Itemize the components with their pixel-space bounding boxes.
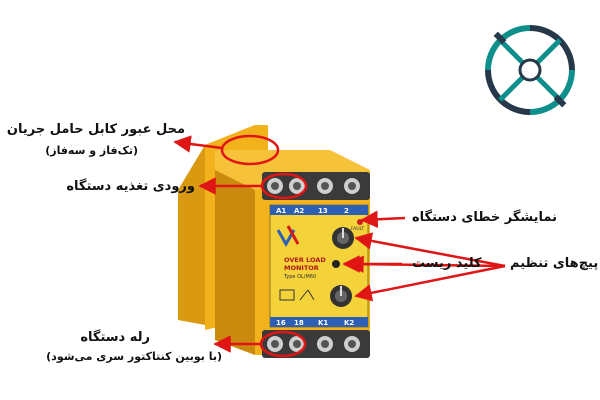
panel-title-line1: OVER LOAD <box>284 256 326 264</box>
knob-icon <box>330 285 352 307</box>
label-reset-key: کلید ریست <box>412 256 482 271</box>
relay-device <box>178 125 370 358</box>
label-cable-passage: محل عبور کابل حامل جریان <box>6 122 185 137</box>
panel-title: OVER LOAD MONITOR <box>284 256 326 272</box>
terminal-label: 16 <box>276 319 286 327</box>
terminal-label: 18 <box>294 319 304 327</box>
label-cable-passage-sub: (تک‌فاز و سه‌فاز) <box>45 144 138 157</box>
terminal-label: 2 <box>344 207 349 215</box>
label-power-input: ورودی تغذیه دستگاه <box>66 179 195 194</box>
logo-icon <box>482 22 578 118</box>
panel-title-line2: MONITOR <box>284 264 319 272</box>
terminal-labels: A1 A2 13 2 16 18 K1 K2 <box>276 207 354 327</box>
label-relay-sub: (با بوبین کنتاکتور سری می‌شود) <box>46 350 222 363</box>
terminal-label: K1 <box>318 319 328 327</box>
relay-symbol-icon <box>279 289 315 301</box>
terminal-label: K2 <box>344 319 354 327</box>
terminal-label: 13 <box>318 207 328 215</box>
annotation-arrows <box>173 135 506 353</box>
fault-label: FAULT <box>351 226 364 232</box>
knob-icon <box>332 227 354 249</box>
terminal-label: A1 <box>276 207 286 215</box>
label-adjust-screws: پیچ‌های تنظیم <box>510 256 599 271</box>
reset-button-icon <box>332 260 340 268</box>
label-relay: رله دستگاه <box>80 330 150 345</box>
label-fault-indicator: نمایشگر خطای دستگاه <box>412 210 557 225</box>
panel-logo-icon <box>276 225 300 248</box>
panel-model: Type OL/M60 <box>283 274 316 280</box>
terminal-label: A2 <box>294 207 304 215</box>
